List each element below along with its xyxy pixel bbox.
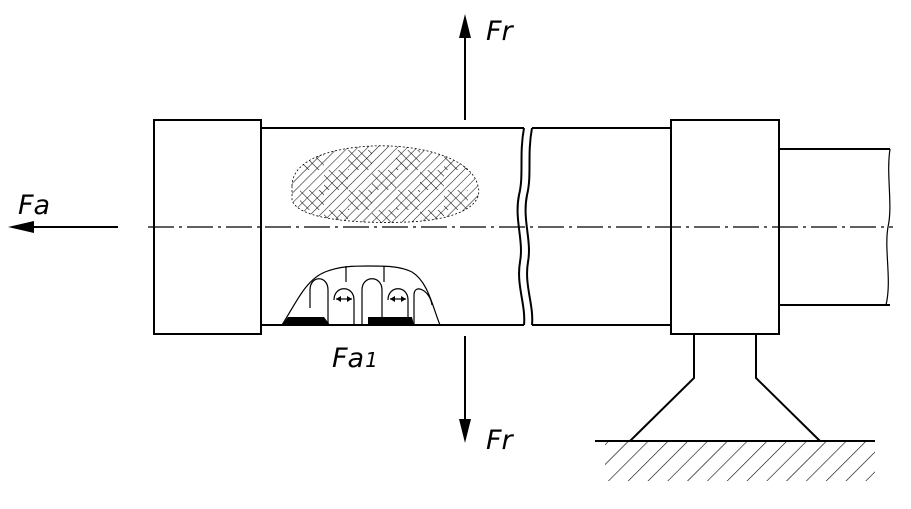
force-fr-up-arrow — [459, 14, 471, 120]
left-housing — [153, 119, 262, 335]
shaft-right-segment — [532, 127, 671, 326]
ground-hatch — [605, 441, 875, 481]
label-fr-top: Fr — [486, 16, 515, 47]
contact-pattern-blob — [291, 145, 480, 223]
support-stand — [595, 334, 875, 442]
label-fa1: Fa1 — [332, 343, 378, 374]
force-fa-left-arrow — [8, 221, 118, 233]
right-bearing-housing — [670, 119, 780, 335]
contact-bands — [282, 317, 414, 325]
force-fr-down-arrow — [459, 336, 471, 443]
label-fr-bottom: Fr — [486, 425, 515, 456]
label-fa1-subscript: 1 — [365, 348, 378, 372]
shaft-stub-right — [779, 148, 891, 306]
roller-wave-profile — [281, 265, 441, 326]
shaft-break-lines — [516, 127, 534, 326]
label-fa: Fa — [18, 190, 50, 221]
label-fa1-main: Fa — [332, 343, 364, 374]
